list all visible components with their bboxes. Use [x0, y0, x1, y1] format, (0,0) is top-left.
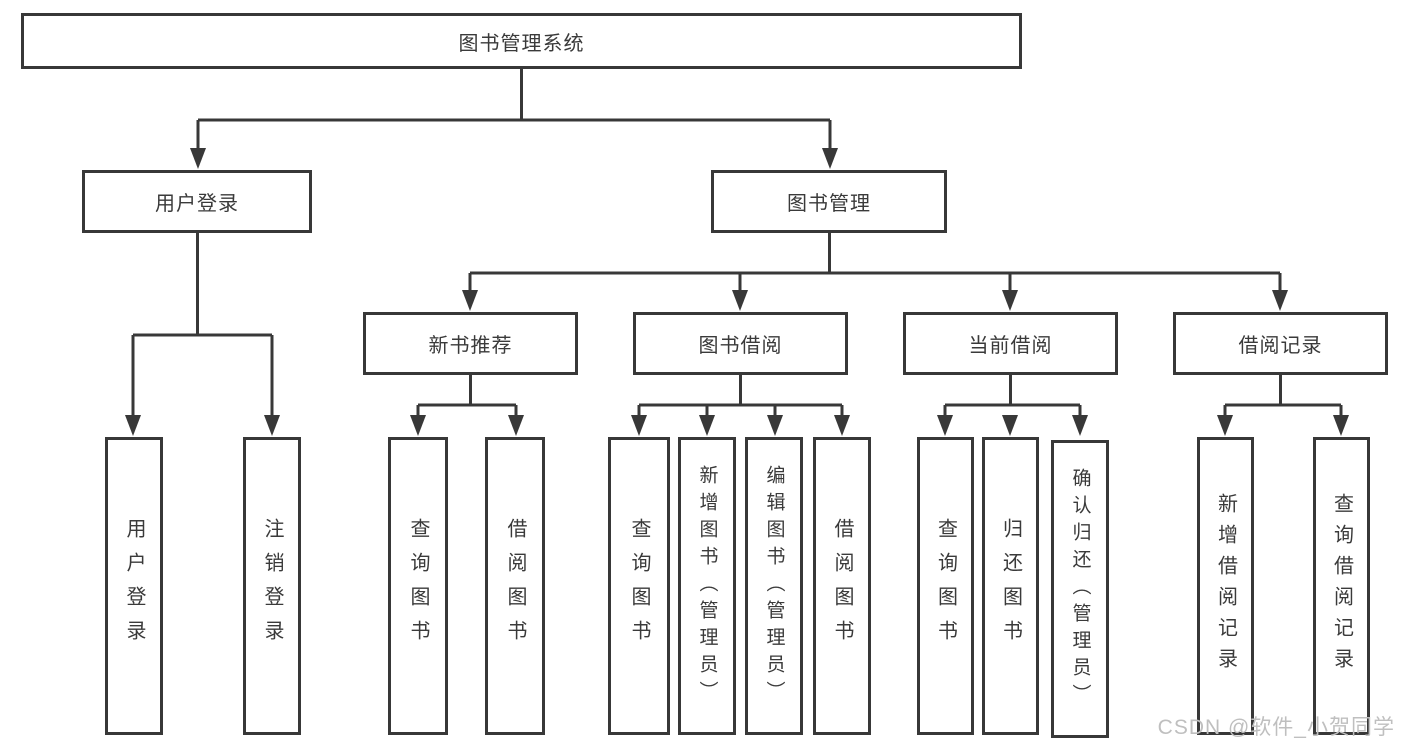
leaf-borrow-books-recommend: 借阅图书 — [485, 437, 545, 735]
node-borrowing-records: 借阅记录 — [1173, 312, 1388, 375]
leaf-label: 确认归还（管理员） — [1069, 467, 1091, 711]
node-book-management: 图书管理 — [711, 170, 947, 233]
leaf-label: 查询图书 — [934, 518, 957, 654]
leaf-return-books: 归还图书 — [982, 437, 1039, 735]
node-label: 用户登录 — [155, 193, 239, 215]
leaf-label: 用户登录 — [123, 518, 145, 654]
leaf-query-borrow-record: 查询借阅记录 — [1313, 437, 1370, 735]
node-label: 图书借阅 — [698, 335, 783, 357]
node-label: 图书管理系统 — [458, 32, 585, 55]
leaf-query-books-recommend: 查询图书 — [388, 437, 448, 735]
leaf-edit-book-admin: 编辑图书（管理员） — [745, 437, 803, 735]
leaf-confirm-return-admin: 确认归还（管理员） — [1051, 440, 1109, 738]
csdn-watermark: CSDN @软件_小贺同学 — [1157, 716, 1395, 739]
node-user-login: 用户登录 — [82, 170, 312, 233]
node-label: 借阅记录 — [1238, 335, 1323, 357]
leaf-borrow-books-borrow: 借阅图书 — [813, 437, 871, 735]
leaf-label: 编辑图书（管理员） — [763, 464, 785, 708]
node-label: 图书管理 — [787, 193, 871, 215]
leaf-add-borrow-record: 新增借阅记录 — [1197, 437, 1254, 735]
leaf-label: 借阅图书 — [831, 518, 853, 654]
leaf-query-books-current: 查询图书 — [917, 437, 974, 735]
leaf-user-login: 用户登录 — [105, 437, 163, 735]
leaf-query-books-borrow: 查询图书 — [608, 437, 670, 735]
leaf-label: 新增图书（管理员） — [696, 464, 718, 708]
node-new-book-recommendation: 新书推荐 — [363, 312, 578, 375]
node-label: 当前借阅 — [968, 335, 1053, 357]
leaf-add-book-admin: 新增图书（管理员） — [678, 437, 736, 735]
leaf-label: 查询图书 — [407, 518, 429, 654]
leaf-logout: 注销登录 — [243, 437, 301, 735]
node-library-management-system: 图书管理系统 — [21, 13, 1022, 69]
leaf-label: 新增借阅记录 — [1214, 493, 1237, 679]
node-current-borrowing: 当前借阅 — [903, 312, 1118, 375]
leaf-label: 查询借阅记录 — [1330, 493, 1353, 679]
leaf-label: 归还图书 — [999, 518, 1022, 654]
leaf-label: 查询图书 — [628, 518, 650, 654]
leaf-label: 注销登录 — [261, 518, 283, 654]
node-label: 新书推荐 — [428, 335, 513, 357]
leaf-label: 借阅图书 — [504, 518, 526, 654]
node-book-borrowing: 图书借阅 — [633, 312, 848, 375]
